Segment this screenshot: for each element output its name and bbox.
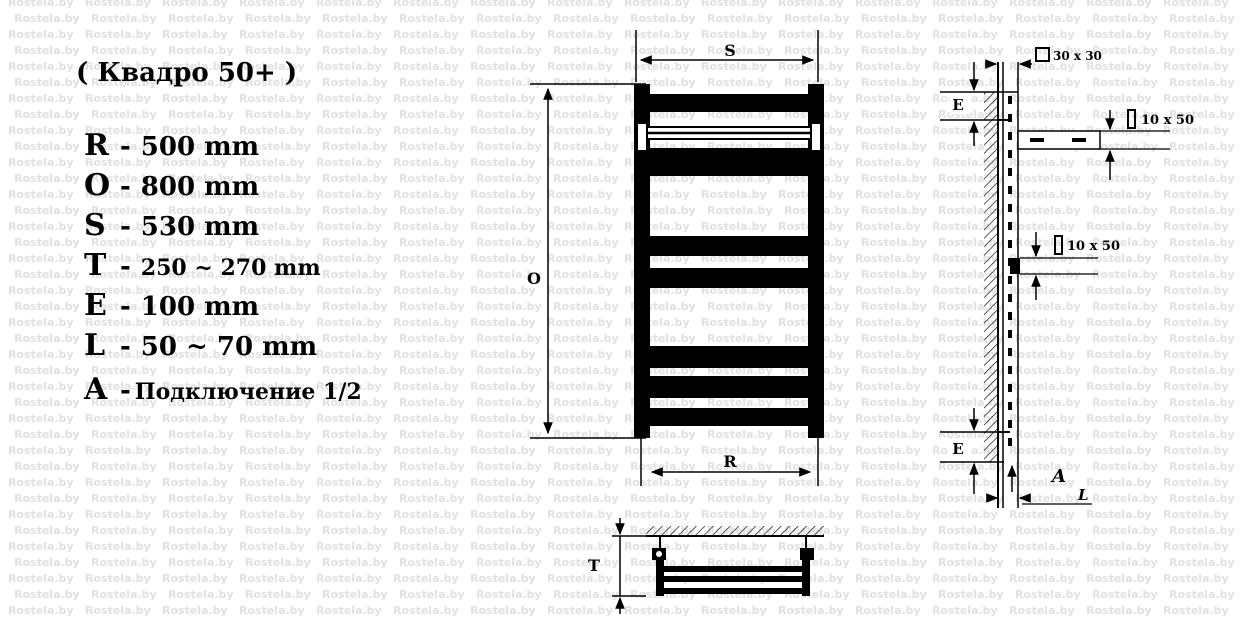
dimension-e-top-label: E: [952, 96, 963, 114]
spec-value: 800 mm: [140, 172, 260, 202]
profile-square-icon: [1035, 47, 1050, 62]
model-title: ( Квадро 50+ ): [76, 58, 298, 88]
spec-key: S: [84, 208, 106, 243]
spec-row-o: O-800 mm: [84, 168, 260, 203]
profile-mid-label: 10 x 50: [1067, 239, 1120, 254]
dimension-s-label: S: [724, 41, 736, 60]
spec-row-e: E-100 mm: [84, 288, 260, 323]
dimension-e-bottom-label: E: [952, 440, 963, 458]
dimension-o-label: O: [527, 269, 541, 288]
shelf-bracket: [1017, 130, 1101, 150]
spec-value: 530 mm: [140, 212, 260, 242]
spec-row-a: A-Подключение 1/2: [84, 372, 362, 407]
spec-key: A: [84, 372, 108, 407]
profile-top-label: 10 x 50: [1141, 113, 1194, 128]
profile-rect-icon: [1127, 109, 1136, 129]
spec-key: E: [84, 288, 107, 323]
dimension-l-label: L: [1077, 486, 1089, 504]
wall-hatch: [646, 526, 824, 536]
front-view: S O R: [527, 30, 824, 486]
dimension-t-label: T: [588, 556, 600, 575]
spec-row-r: R-500 mm: [84, 128, 260, 163]
spec-row-s: S-530 mm: [84, 208, 260, 243]
spec-key: L: [84, 328, 106, 363]
side-view: E E 30 x 30 10 x 50 10 x 50: [940, 47, 1194, 508]
profile-rect-icon: [1054, 235, 1063, 255]
spec-value: 100 mm: [140, 292, 260, 322]
mid-bar: [1010, 258, 1020, 274]
spec-key: T: [84, 248, 107, 283]
spec-value: 50 ~ 70 mm: [140, 332, 318, 362]
spec-key: R: [84, 128, 109, 163]
spec-row-t: T-250 ~ 270 mm: [84, 248, 321, 283]
spec-value: 500 mm: [140, 132, 260, 162]
top-view: T: [588, 518, 824, 614]
spec-value: 250 ~ 270 mm: [140, 255, 321, 281]
spec-value: Подключение 1/2: [134, 379, 362, 405]
spec-row-l: L-50 ~ 70 mm: [84, 328, 318, 363]
dimension-r-label: R: [723, 452, 737, 471]
connection-a-label: A: [1050, 466, 1066, 487]
wall-hatch: [984, 92, 998, 462]
spec-key: O: [84, 168, 111, 203]
profile-main-label: 30 x 30: [1053, 49, 1102, 63]
